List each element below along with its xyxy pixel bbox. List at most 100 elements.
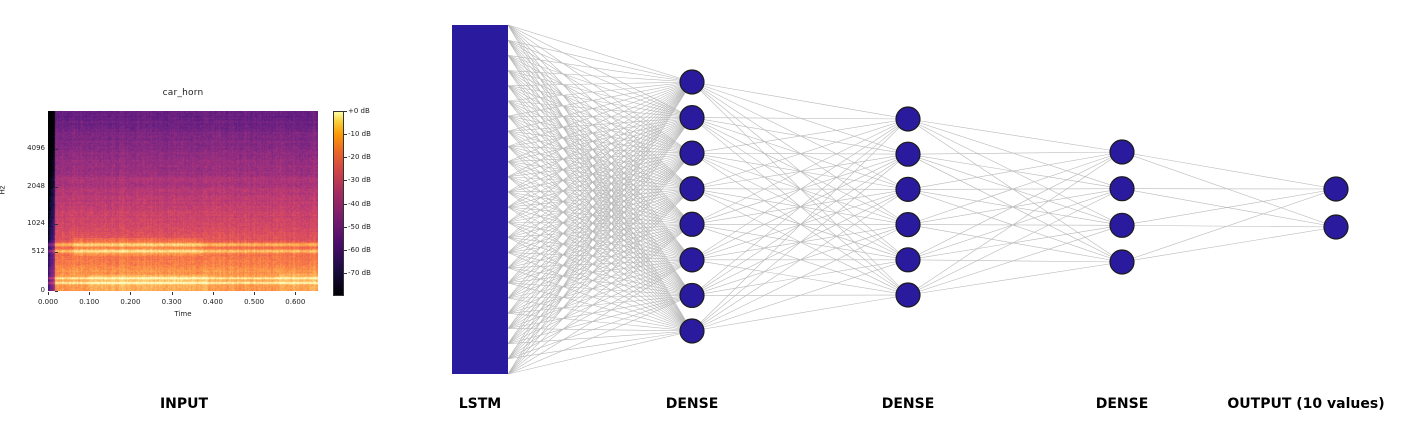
colorbar-tick-mark — [344, 249, 347, 251]
network-edge — [507, 117, 693, 132]
network-edge — [507, 81, 693, 117]
network-edge — [507, 24, 693, 154]
network-edge — [907, 118, 1123, 189]
network-edge — [907, 189, 1123, 263]
spectrogram-x-tick-mark — [171, 292, 173, 295]
network-edge — [507, 282, 693, 332]
network-edge — [907, 151, 1123, 296]
network-edge — [507, 117, 693, 162]
network-edge — [507, 70, 693, 296]
network-edge — [507, 152, 693, 238]
network-edge — [907, 224, 1123, 226]
network-edge — [691, 224, 909, 296]
network-edge — [507, 206, 693, 225]
network-edge — [691, 224, 909, 332]
network-edge — [507, 117, 693, 208]
network-edge — [1121, 151, 1337, 228]
network-edge — [691, 117, 909, 155]
network-edge — [507, 117, 693, 238]
network-edge — [507, 81, 693, 193]
network-edge — [507, 295, 693, 375]
network-edge — [507, 130, 693, 190]
spectrogram-plot-area — [48, 111, 318, 291]
network-edge — [507, 188, 693, 375]
network-edge — [507, 130, 693, 296]
network-edge — [691, 224, 909, 261]
network-edge — [507, 152, 693, 360]
network-edge — [507, 130, 693, 154]
network-edge — [507, 224, 693, 314]
network-node-dense-3-3 — [1109, 212, 1135, 238]
network-edge — [507, 117, 693, 269]
network-edge — [507, 70, 693, 225]
network-edge — [507, 39, 693, 261]
network-edge — [691, 189, 909, 296]
network-edge — [507, 295, 693, 329]
network-edge — [507, 100, 693, 118]
network-edge — [507, 191, 693, 296]
network-edge — [507, 115, 693, 261]
network-edge — [507, 81, 693, 299]
network-node-dense-1-6 — [679, 247, 705, 273]
colorbar-tick-label: -50 dB — [348, 222, 371, 231]
network-edge — [907, 188, 1123, 190]
network-edge — [507, 206, 693, 261]
network-edge — [691, 117, 909, 190]
network-edge — [507, 24, 693, 189]
network-edge — [507, 259, 693, 375]
network-edge — [507, 267, 693, 296]
colorbar-tick-mark — [344, 272, 347, 274]
network-edge — [691, 81, 909, 190]
spectrogram-y-tick-label: 4096 — [27, 144, 45, 152]
network-edge — [507, 81, 693, 147]
network-edge — [507, 81, 693, 268]
network-edge — [507, 39, 693, 225]
spectrogram-x-tick-label: 0.300 — [161, 298, 182, 306]
network-node-dense-2-4 — [895, 212, 921, 238]
network-edge — [907, 118, 1123, 153]
caption-dense-1: DENSE — [665, 396, 719, 412]
network-edge — [507, 152, 693, 162]
network-edge — [507, 295, 693, 344]
network-edge — [507, 237, 693, 296]
network-edge — [507, 115, 693, 332]
network-edge — [507, 221, 693, 225]
network-edge — [507, 223, 693, 284]
network-node-dense-3-2 — [1109, 176, 1135, 202]
network-edge — [691, 153, 909, 261]
network-edge — [507, 146, 693, 296]
spectrogram-x-tick-mark — [212, 292, 214, 295]
network-edge — [507, 24, 693, 296]
network-edge — [507, 152, 693, 253]
network-edge — [507, 191, 693, 332]
network-edge — [507, 328, 693, 332]
spectrogram-x-tick-label: 0.100 — [79, 298, 100, 306]
network-edge — [691, 152, 909, 261]
network-edge — [507, 188, 693, 238]
network-edge — [691, 117, 909, 120]
network-edge — [507, 85, 693, 225]
network-edge — [507, 81, 693, 359]
network-edge — [507, 117, 693, 299]
network-edge — [1121, 151, 1337, 190]
network-edge — [507, 223, 693, 269]
network-edge — [507, 330, 693, 360]
network-node-dense-1-7 — [679, 282, 705, 309]
network-edge — [507, 176, 693, 296]
network-edge — [507, 188, 693, 329]
network-edge — [691, 81, 909, 261]
network-edge — [507, 39, 693, 296]
network-edge — [691, 153, 909, 225]
spectrogram-x-tick-mark — [254, 292, 256, 295]
network-edge — [691, 153, 909, 332]
network-edge — [691, 259, 909, 296]
network-edge — [691, 152, 909, 155]
network-edge — [507, 55, 693, 225]
network-edge — [507, 259, 693, 344]
network-edge — [507, 70, 693, 332]
network-edge — [507, 39, 693, 154]
network-edge — [507, 24, 693, 225]
network-edge — [507, 81, 693, 102]
network-edge — [507, 100, 693, 225]
